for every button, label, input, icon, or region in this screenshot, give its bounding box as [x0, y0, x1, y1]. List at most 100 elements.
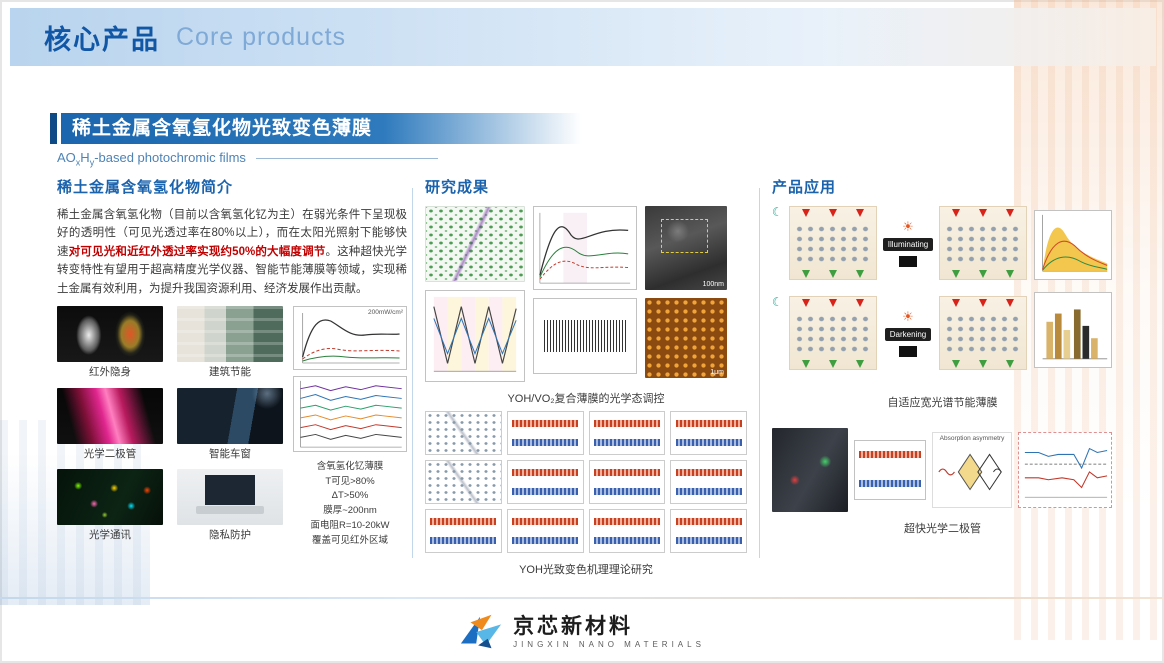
- theory-trace-figure: [588, 460, 666, 504]
- response-traces-chart: [854, 440, 926, 500]
- photo-caption: 光学通讯: [89, 529, 131, 542]
- film-schematic: [789, 296, 877, 370]
- image-cell: 建筑节能: [177, 305, 283, 385]
- intro-heading: 稀土金属含氧氢化物简介: [57, 179, 234, 196]
- oscillation-trace: [544, 319, 628, 353]
- image-cell: 光学二极管: [57, 387, 163, 467]
- subtitle-text: AOxHy-based photochromic films: [57, 150, 246, 168]
- logo-mark-icon: [460, 614, 502, 649]
- logo-name-en: JINGXIN NANO MATERIALS: [513, 640, 705, 650]
- film-application-figures: ☾ ☀ Illuminating: [772, 206, 1113, 386]
- section-title: 稀土金属含氧氢化物光致变色薄膜: [61, 113, 581, 144]
- column-divider: [412, 188, 413, 558]
- theory-figure-grid: [425, 411, 747, 553]
- intro-text-highlight: 对可见光和近红外透过率实现约50%的大幅度调节: [68, 245, 326, 258]
- optical-diode-figures: Absorption asymmetry: [772, 428, 1113, 512]
- optical-communication-photo: [57, 469, 163, 526]
- column-divider: [759, 188, 760, 558]
- theory-trace-figure: [670, 411, 747, 455]
- section-title-bar: 稀土金属含氧氢化物光致变色薄膜: [50, 113, 581, 144]
- moon-icon: ☾: [772, 205, 783, 219]
- photo-caption: 智能车窗: [209, 447, 251, 460]
- intro-text-1: 稀土金属含氧氢化物（目前以含氧氢化钇为主）在弱光条件下呈现极好的透明性（可见光透…: [57, 209, 407, 258]
- intro-chart-rail: 200mW/cm²: [293, 305, 407, 548]
- applications-column: 产品应用 ☾ ☀ Illuminating: [772, 176, 1113, 541]
- header-banner: 核心产品 Core products: [10, 8, 1156, 66]
- image-cell: 隐私防护: [177, 469, 283, 548]
- application-photo-grid: 红外隐身 建筑节能 光学二极管 智能车窗 光学通讯: [57, 305, 283, 548]
- asymmetry-spectra-chart: [1018, 432, 1112, 508]
- smart-car-window-photo: [177, 387, 283, 444]
- subtitle-mid: H: [80, 150, 90, 165]
- film-schematics: ☾ ☀ Illuminating: [772, 206, 1028, 386]
- subtitle-prefix: AO: [57, 150, 76, 165]
- theory-structure-figure: [425, 460, 502, 504]
- state-indicator: ☀ Illuminating: [882, 206, 934, 280]
- applications-caption-top: 自适应宽光谱节能薄膜: [887, 397, 998, 409]
- chart-annotation: 200mW/cm²: [367, 308, 403, 316]
- state-label: Illuminating: [882, 237, 934, 251]
- logo-text: 京芯新材料 JINGXIN NANO MATERIALS: [513, 615, 705, 649]
- theory-trace-figure: [670, 509, 747, 553]
- energy-saving-bar-chart: [1034, 292, 1112, 368]
- intro-paragraph: 稀土金属含氧氢化物（目前以含氧氢化钇为主）在弱光条件下呈现极好的透明性（可见光透…: [57, 206, 407, 298]
- incident-light-arrows: [940, 209, 1026, 217]
- title-accent-block: [50, 113, 57, 144]
- theory-trace-figure: [588, 411, 666, 455]
- experiment-setup-photo: [772, 428, 848, 512]
- transmitted-light-arrows: [940, 270, 1026, 278]
- theory-trace-figure: [506, 411, 584, 455]
- image-cell: 红外隐身: [57, 305, 163, 385]
- film-sample-chip: [899, 255, 917, 267]
- spec-line: 膜厚~200nm: [323, 505, 377, 517]
- sun-icon: ☀: [902, 308, 914, 324]
- research-caption-top: YOH/VO₂复合薄膜的光学态调控: [507, 393, 665, 405]
- footer-rule: [0, 597, 1164, 599]
- intro-column: 稀土金属含氧氢化物简介 稀土金属含氧氢化物（目前以含氧氢化钇为主）在弱光条件下呈…: [57, 176, 407, 548]
- diode-annotation: Absorption asymmetry: [939, 435, 1005, 442]
- incident-light-arrows: [790, 209, 876, 217]
- film-schematic: [939, 296, 1027, 370]
- photo-caption: 光学二极管: [83, 447, 137, 460]
- subtitle-suffix: -based photochromic films: [94, 150, 246, 165]
- specs-title: 含氧氢化钇薄膜: [316, 460, 384, 472]
- state-indicator: ☀ Darkening: [882, 296, 934, 370]
- transmitted-light-arrows: [940, 360, 1026, 368]
- optical-diode-photo: [57, 387, 163, 444]
- application-chart-rail: [1034, 206, 1112, 386]
- photo-caption: 建筑节能: [209, 365, 251, 378]
- film-schematic: [789, 206, 877, 280]
- sem-cross-section-image: 100nm: [645, 206, 727, 290]
- page-title-en: Core products: [176, 22, 347, 51]
- research-figure-col: [533, 206, 637, 382]
- transmittance-chart: 200mW/cm²: [293, 305, 407, 370]
- film-sample-chip: [899, 345, 917, 357]
- sun-icon: ☀: [902, 218, 914, 234]
- particle-layer: [944, 314, 1022, 355]
- multi-trace-chart: [293, 375, 407, 452]
- optical-diode-schematic: Absorption asymmetry: [932, 432, 1012, 508]
- section-subtitle: AOxHy-based photochromic films: [57, 150, 438, 168]
- illuminating-row: ☾ ☀ Illuminating: [772, 206, 1028, 280]
- theory-trace-figure: [588, 509, 666, 553]
- solar-spectrum-chart: [1034, 210, 1112, 280]
- theory-trace-figure: [506, 460, 584, 504]
- afm-scale-bar: 1μm: [710, 369, 724, 376]
- research-column: 研究成果: [425, 176, 747, 582]
- spec-line: T可见>80%: [325, 475, 375, 487]
- image-cell: 光学通讯: [57, 469, 163, 548]
- spec-line: 面电阻R=10-20kW: [310, 519, 390, 531]
- spec-line: ΔT>50%: [331, 490, 369, 502]
- research-figures: 100nm 1μm: [425, 206, 747, 382]
- sem-scale-bar: 100nm: [702, 281, 724, 288]
- theory-trace-figure: [670, 460, 747, 504]
- incident-light-arrows: [790, 299, 876, 307]
- page-title-zh: 核心产品: [44, 24, 160, 55]
- subtitle-rule: [255, 158, 438, 160]
- fast-switching-chart: [533, 298, 637, 374]
- building-energy-photo: [177, 305, 283, 362]
- afm-surface-image: 1μm: [645, 298, 727, 378]
- incident-light-arrows: [940, 299, 1026, 307]
- cycling-performance-chart: [425, 290, 525, 382]
